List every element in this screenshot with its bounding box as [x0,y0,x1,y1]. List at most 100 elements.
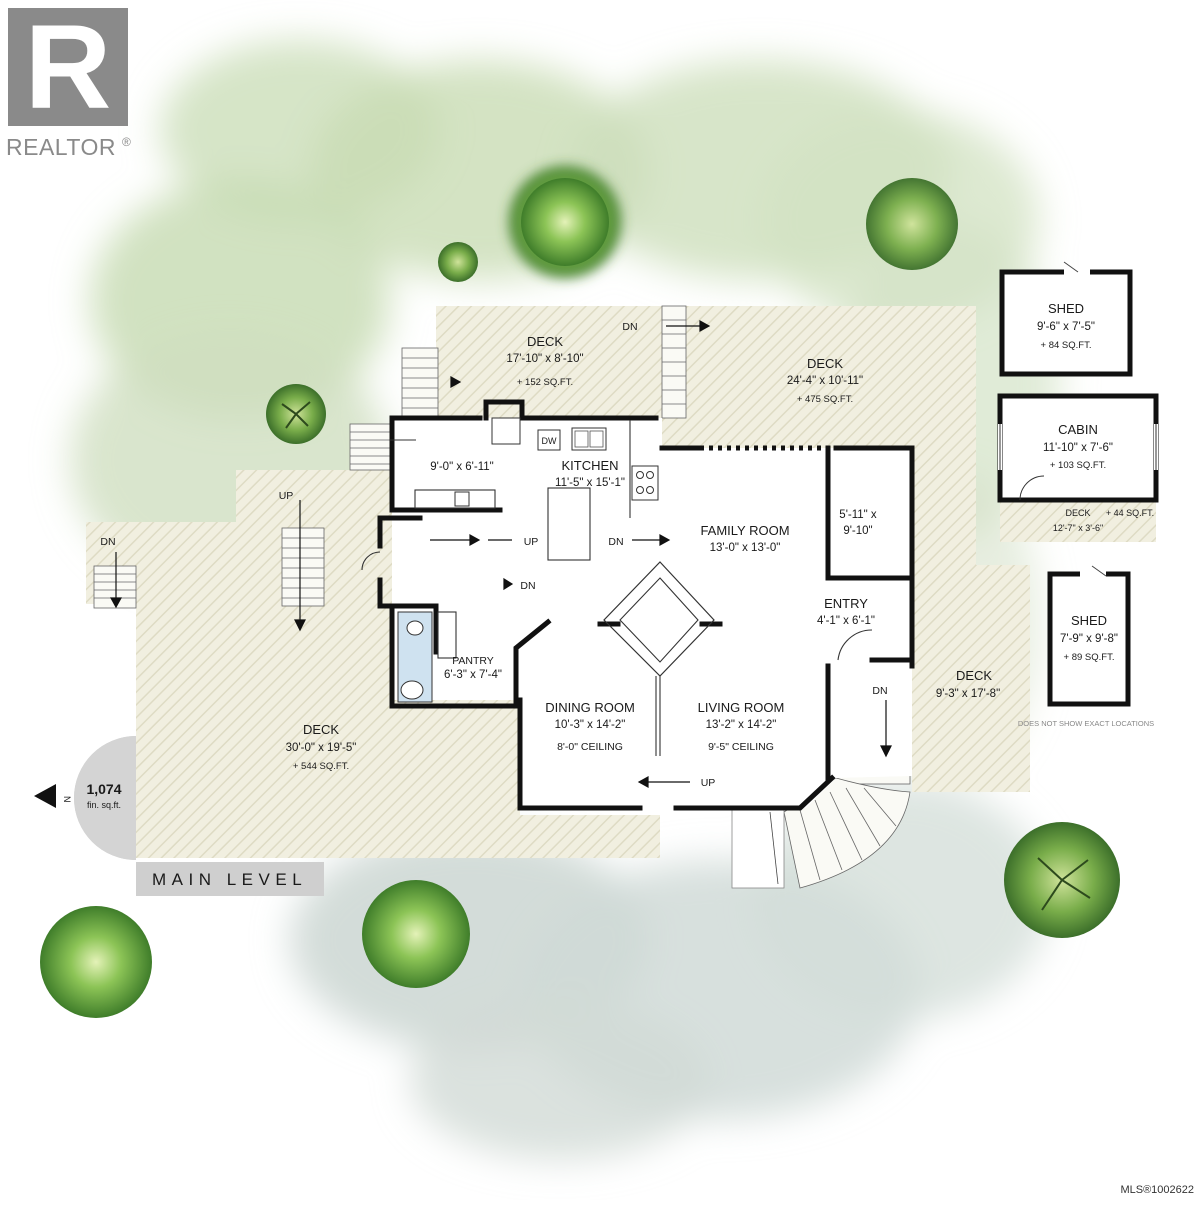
mls-id: MLS®1002622 [1120,1184,1194,1196]
toilet-icon [400,680,424,700]
deck-top-left-area: + 152 SQ.FT. [517,377,573,388]
tree-icon [438,242,478,282]
stair-arrows [109,319,892,789]
deck-left [86,470,660,858]
sink-icon [571,427,607,451]
realtor-logo-icon: R REALTOR ® [6,0,131,160]
family-room-name: FAMILY ROOM [700,523,789,538]
tree-icon [866,178,958,270]
shed-1 [999,261,1133,377]
stair-arrow-icon [666,319,711,333]
kitchen-name: KITCHEN [561,458,618,473]
stair-top [661,305,687,419]
shed-1-dims: 9'-6" x 7'-5" [1037,321,1095,333]
dishwasher-label: DW [542,436,557,446]
stair-label-dn-far-left: DN [100,536,115,548]
dining-room-dims: 10'-3" x 14'-2" [555,719,626,731]
stair-arrow-icon [430,533,481,547]
stair-label-dn-top: DN [622,321,637,333]
stair-arrow-icon [503,577,514,591]
area-badge: N 1,074 fin. sq.ft. [34,735,136,860]
interior-details [361,420,873,756]
tree-icon [40,906,152,1018]
stair-label-up-living: UP [701,777,716,789]
north-arrow-icon [34,784,56,808]
dining-room-name: DINING ROOM [545,700,635,715]
living-room-ceiling: 9'-5" CEILING [708,741,774,753]
trees [40,166,1120,1018]
decks [86,306,1156,858]
living-room-name: LIVING ROOM [698,700,785,715]
cabin-deck-dims: 12'-7" x 3'-6" [1053,523,1103,533]
area-value: 1,074 [86,781,121,797]
living-room-dims: 13'-2" x 14'-2" [706,719,777,731]
area-unit: fin. sq.ft. [87,800,121,810]
stair-labels: DN UP DN UP DN DN UP DN [100,321,887,789]
shed-2 [1047,565,1131,707]
cabin [997,393,1159,503]
dining-room-ceiling: 8'-0" CEILING [557,741,623,753]
stair-arrow-icon [109,552,123,609]
realtor-wordmark: REALTOR [6,134,116,160]
stair-label-up-kitchen: UP [524,536,539,548]
deck-cabin [1000,500,1156,542]
kitchen-dims: 11'-5" x 15'-1" [555,477,625,489]
windows [517,445,915,811]
shed-2-area: + 89 SQ.FT. [1064,652,1115,663]
stair-arrow-icon [637,775,690,789]
deck-top [436,306,1030,792]
deck-top-right-dims: 24'-4" x 10'-11" [787,375,863,387]
deck-top-right-area: + 475 SQ.FT. [797,394,853,405]
pantry-name: PANTRY [452,655,494,667]
kitchen-appliances: DW [454,417,659,507]
deck-left-dims: 30'-0" x 19'-5" [286,742,357,754]
entry-name: ENTRY [824,596,868,611]
cabin-name: CABIN [1058,422,1098,437]
stove-icon [631,465,659,501]
deck-left-area: + 544 SQ.FT. [293,761,349,772]
stair-label-dn-family: DN [608,536,623,548]
stair-upper-left [349,347,439,471]
svg-text:R: R [25,0,112,134]
shed-2-dims: 7'-9" x 9'-8" [1060,633,1118,645]
deck-top-left-dims: 17'-10" x 8'-10" [506,353,583,365]
stair-arrow-icon [880,700,892,758]
family-room-dims: 13'-0" x 13'-0" [710,542,781,554]
deck-top-left-name: DECK [527,334,563,349]
north-label: N [62,796,72,803]
shed-2-name: SHED [1071,613,1107,628]
stair-arrow-icon [450,375,462,389]
stair-curved [731,777,911,889]
cabin-area: + 103 SQ.FT. [1050,460,1106,471]
cabin-dims: 11'-10" x 7'-6" [1043,442,1113,454]
cabin-deck-area: + 44 SQ.FT. [1106,508,1154,518]
deck-left-name: DECK [303,722,339,737]
location-note: DOES NOT SHOW EXACT LOCATIONS [1018,719,1154,728]
stair-label-dn-kitchen-lower: DN [520,580,535,592]
pantry-dims: 6'-3" x 7'-4" [444,669,502,681]
tree-icon [362,880,470,988]
deck-top-right-name: DECK [807,356,843,371]
side-room-dims-2: 9'-10" [843,525,872,537]
stair-arrow-icon [294,500,306,632]
stair-label-up-left: UP [279,490,294,502]
cabin-deck-name: DECK [1065,508,1090,518]
bathroom [397,611,433,703]
sink-icon [454,491,470,507]
outbuildings [997,261,1159,707]
room-labels: DECK 17'-10" x 8'-10" + 152 SQ.FT. DECK … [286,301,1155,772]
deck-right-name: DECK [956,668,992,683]
side-room-dims-1: 5'-11" x [839,509,877,521]
level-band: MAIN LEVEL [136,862,324,896]
entry-dims: 4'-1" x 6'-1" [817,615,875,627]
nook-dims: 9'-0" x 6'-11" [430,461,493,473]
tree-icon [521,178,609,266]
stair-deck-left [281,527,325,607]
stair-arrow-icon [632,533,671,547]
stair-label-dn-entry: DN [872,685,887,697]
realtor-registered: ® [122,135,131,149]
deck-right-dims: 9'-3" x 17'-8" [936,688,1000,700]
level-label: MAIN LEVEL [152,870,307,889]
